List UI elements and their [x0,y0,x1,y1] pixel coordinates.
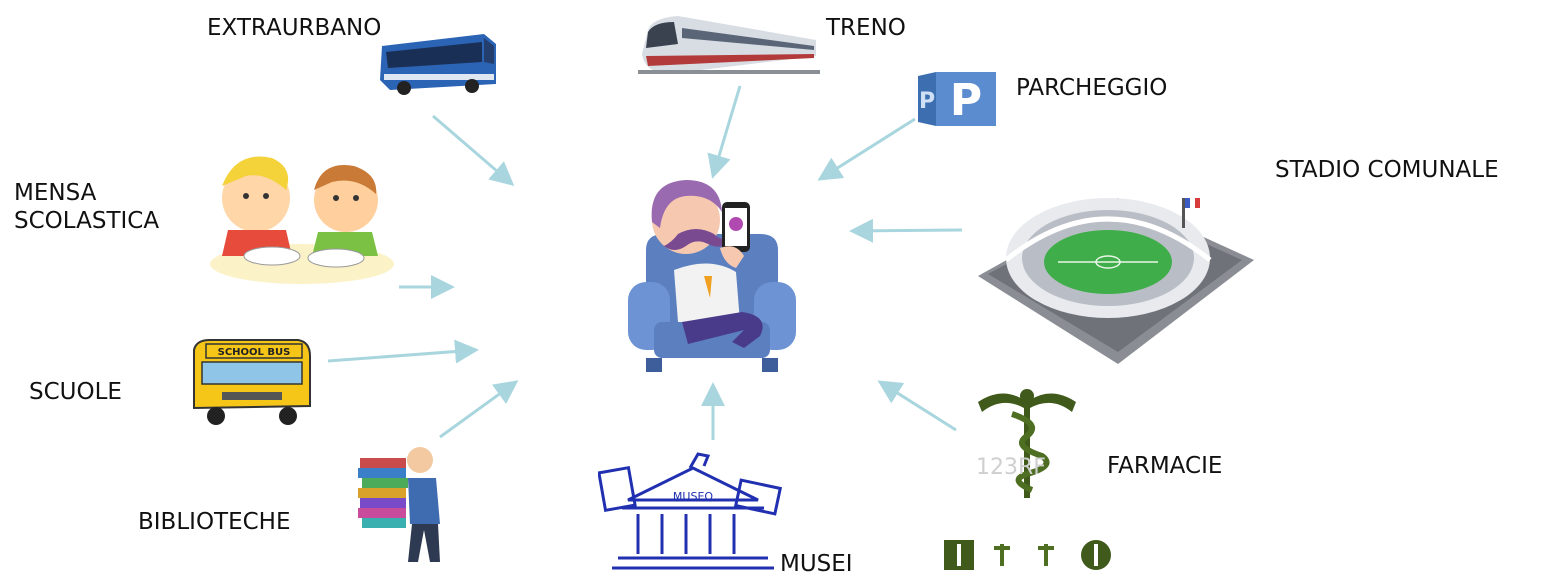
person-carrying-books-icon [358,447,440,562]
label-biblioteche: BIBLIOTECHE [138,509,291,535]
label-parcheggio: PARCHEGGIO [1016,75,1168,101]
label-farmacie: FARMACIE [1107,453,1223,479]
arrow-from-parking [817,117,916,181]
label-musei: MUSEI [780,551,853,577]
label-mensa-scolastica: MENSA SCOLASTICA [14,180,160,234]
caduceus-variants-icon [944,540,1111,570]
caduceus-icon [978,389,1076,498]
label-treno: TRENO [826,15,906,41]
label-extraurbano: EXTRAURBANO [207,15,382,41]
bus-icon [380,34,496,95]
person-with-phone-on-sofa-icon [628,180,796,372]
label-stadio-comunale: STADIO COMUNALE [1275,157,1499,183]
svg-text:P: P [950,75,982,126]
train-icon [638,16,820,74]
museum-building-icon: MUSEO [598,452,783,570]
children-eating-icon [210,156,394,284]
watermark-text: 123RF [976,455,1046,480]
svg-text:P: P [919,89,935,114]
label-scuole: SCUOLE [29,379,122,405]
arrow-from-bus [432,114,515,186]
svg-text:MUSEO: MUSEO [673,490,713,503]
arrow-from-stadium [849,218,963,243]
parking-sign-icon: P P [918,72,996,126]
arrow-from-school [327,339,479,364]
svg-text:SCHOOL BUS: SCHOOL BUS [218,347,291,358]
arrow-from-train [707,85,742,179]
arrow-from-library [439,380,519,439]
arrow-from-pharmacy [877,380,957,432]
school-bus-icon: SCHOOL BUS [193,339,311,425]
stadium-icon [978,198,1254,364]
